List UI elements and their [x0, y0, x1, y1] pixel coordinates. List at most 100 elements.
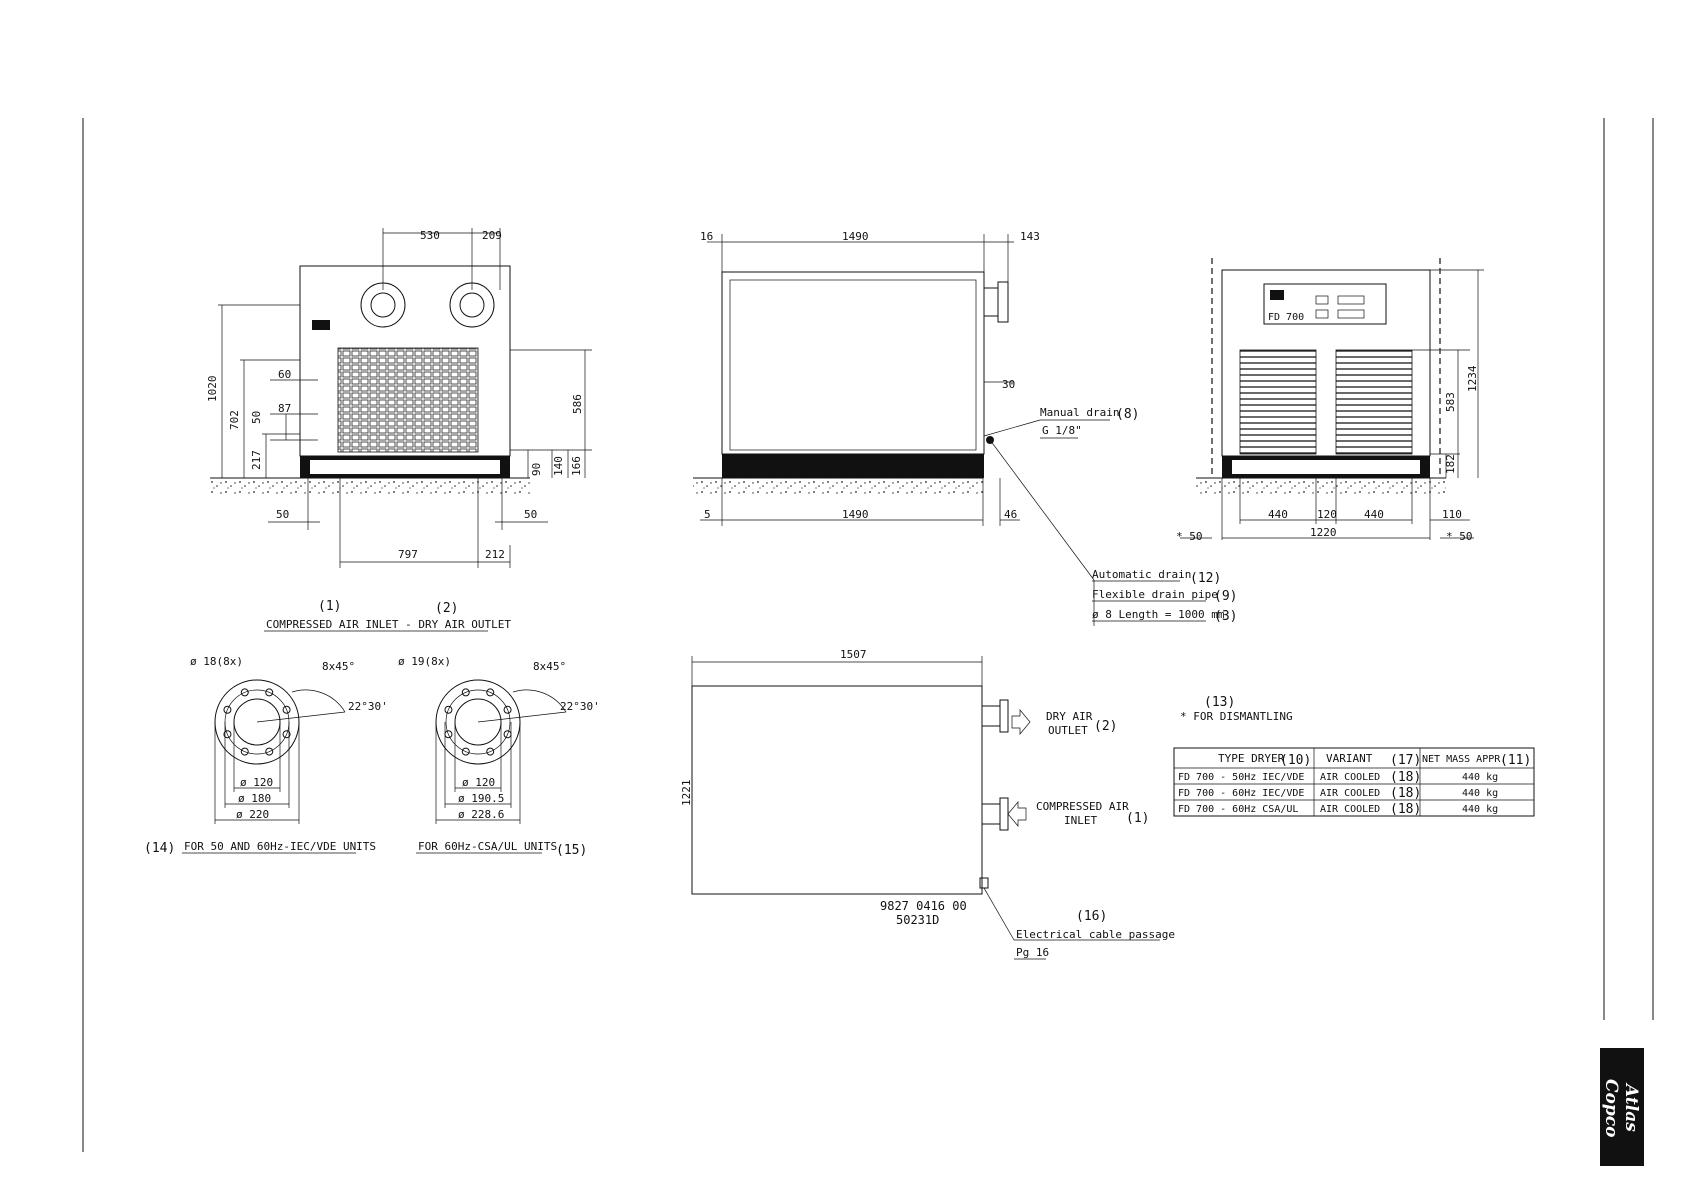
flange-right-caption: FOR 60Hz-CSA/UL UNITS — [418, 840, 557, 853]
dim-212: 212 — [485, 548, 505, 561]
angle-left-label: 8x45° — [322, 660, 355, 673]
bolt-hole — [486, 747, 495, 756]
atlas-copco-logo — [1600, 1048, 1644, 1166]
ref-2: (2) — [435, 601, 458, 616]
front-view: 530 209 1020 702 217 60 87 50 586 90 140… — [206, 228, 592, 632]
bolt-hole — [282, 730, 291, 739]
flange-right-detail: ø 19(8x) 8x45° 22°30' ø 120 ø 190.5 ø 22… — [398, 655, 600, 858]
flexible-pipe-label: Flexible drain pipe — [1092, 588, 1218, 601]
flange-left-detail: ø 18(8x) 8x45° 22°30' ø 120 ø 180 ø 220 … — [144, 655, 388, 856]
note-ref: (13) — [1204, 695, 1235, 710]
bolt-hole — [265, 747, 274, 756]
dim-209: 209 — [482, 229, 502, 242]
table-row: FD 700 - 60Hz IEC/VDE AIR COOLED (18) 44… — [1178, 786, 1498, 801]
row-mass: 440 kg — [1462, 788, 1498, 799]
dim-586: 586 — [571, 394, 584, 414]
rear-view: FD 700 583 1234 182 440 120 440 110 — [1176, 258, 1484, 543]
dim-140: 140 — [552, 456, 565, 476]
row-ref: (18) — [1390, 786, 1421, 801]
manual-drain-label: Manual drain — [1040, 406, 1119, 419]
bolt-hole — [486, 688, 495, 697]
inlet-arrow-icon — [1007, 801, 1027, 827]
dim-50-star-left: * 50 — [1176, 530, 1203, 543]
drawing-revision: 50231D — [896, 913, 939, 927]
cable-label: Electrical cable passage — [1016, 928, 1175, 941]
automatic-drain-ref: (12) — [1190, 571, 1221, 586]
header-variant: VARIANT — [1326, 752, 1373, 765]
flange-left-caption: FOR 50 AND 60Hz-IEC/VDE UNITS — [184, 840, 376, 853]
dry-air-line1: DRY AIR — [1046, 710, 1093, 723]
bolt-holes — [223, 688, 291, 756]
bolt-hole — [223, 705, 232, 714]
pipe-length-ref: (3) — [1214, 609, 1237, 624]
bolt-hole — [282, 705, 291, 714]
dim-1234: 1234 — [1466, 365, 1479, 392]
dim-60: 60 — [278, 368, 291, 381]
bolt-hole — [461, 688, 470, 697]
angle2-left-label: 22°30' — [348, 700, 388, 713]
flexible-pipe-ref: (9) — [1214, 589, 1237, 604]
top-view: 1507 1221 DRY AIR OUTLET (2) COMPRESSED … — [680, 648, 1175, 960]
dim-50-right: 50 — [524, 508, 537, 521]
dim-217: 217 — [250, 450, 263, 470]
cable-ref: (16) — [1076, 909, 1107, 924]
row-type: FD 700 - 50Hz IEC/VDE — [1178, 772, 1304, 783]
header-variant-ref: (17) — [1390, 753, 1421, 768]
bolt-hole — [223, 730, 232, 739]
dim-90: 90 — [530, 463, 543, 476]
row-variant: AIR COOLED — [1320, 772, 1380, 783]
bolt-hole — [444, 705, 453, 714]
header-mass-ref: (11) — [1500, 753, 1531, 768]
row-type: FD 700 - 60Hz CSA/UL — [1178, 804, 1298, 815]
dim-1490-bottom: 1490 — [842, 508, 869, 521]
dryer-type-table: TYPE DRYER (10) VARIANT (17) NET MASS AP… — [1173, 747, 1535, 817]
dim-30: 30 — [1002, 378, 1015, 391]
bolt-hole — [265, 688, 274, 697]
dismantling-note: (13) * FOR DISMANTLING — [1180, 695, 1293, 723]
side-view: 16 1490 143 30 5 1490 46 Manual drain (8… — [693, 230, 1237, 626]
comp-air-line2: INLET — [1064, 814, 1097, 827]
angle2-right-label: 22°30' — [560, 700, 600, 713]
bolt-hole — [503, 705, 512, 714]
dim-1020: 1020 — [206, 376, 219, 403]
table-row: FD 700 - 60Hz CSA/UL AIR COOLED (18) 440… — [1178, 802, 1498, 817]
dim-530: 530 — [420, 229, 440, 242]
row-ref: (18) — [1390, 770, 1421, 785]
dim-5: 5 — [704, 508, 711, 521]
note-text: * FOR DISMANTLING — [1180, 710, 1293, 723]
bolt-holes — [444, 688, 512, 756]
dim-1490-top: 1490 — [842, 230, 869, 243]
automatic-drain-label: Automatic drain — [1092, 568, 1191, 581]
dim-50-vertical: 50 — [250, 411, 263, 424]
comp-air-ref: (1) — [1126, 811, 1149, 826]
pipe-length-label: ø 8 Length = 1000 mm — [1092, 608, 1225, 621]
dim-702: 702 — [228, 410, 241, 430]
logo-text: Atlas Copco — [1601, 1078, 1641, 1138]
d180-left: ø 180 — [238, 792, 271, 805]
dim-87: 87 — [278, 402, 291, 415]
dim-182: 182 — [1444, 454, 1457, 474]
dim-110: 110 — [1442, 508, 1462, 521]
comp-air-line1: COMPRESSED AIR — [1036, 800, 1129, 813]
dim-16: 16 — [700, 230, 713, 243]
header-mass: NET MASS APPR. — [1422, 754, 1506, 765]
dim-50-star-right: * 50 — [1446, 530, 1473, 543]
outlet-arrow-icon — [1011, 709, 1031, 735]
dim-440-a: 440 — [1268, 508, 1288, 521]
dim-583: 583 — [1444, 392, 1457, 412]
d120-right: ø 120 — [462, 776, 495, 789]
bolt-hole — [240, 688, 249, 697]
front-caption: COMPRESSED AIR INLET - DRY AIR OUTLET — [266, 618, 511, 631]
header-type: TYPE DRYER — [1218, 752, 1285, 765]
table-row: FD 700 - 50Hz IEC/VDE AIR COOLED (18) 44… — [1178, 770, 1498, 785]
row-variant: AIR COOLED — [1320, 804, 1380, 815]
d120-left: ø 120 — [240, 776, 273, 789]
dim-166: 166 — [570, 456, 583, 476]
d228-right: ø 228.6 — [458, 808, 504, 821]
row-mass: 440 kg — [1462, 804, 1498, 815]
bolt-hole — [461, 747, 470, 756]
d190-right: ø 190.5 — [458, 792, 504, 805]
flange-right-ref: (15) — [556, 843, 587, 858]
row-type: FD 700 - 60Hz IEC/VDE — [1178, 788, 1304, 799]
dim-1221: 1221 — [680, 780, 693, 807]
